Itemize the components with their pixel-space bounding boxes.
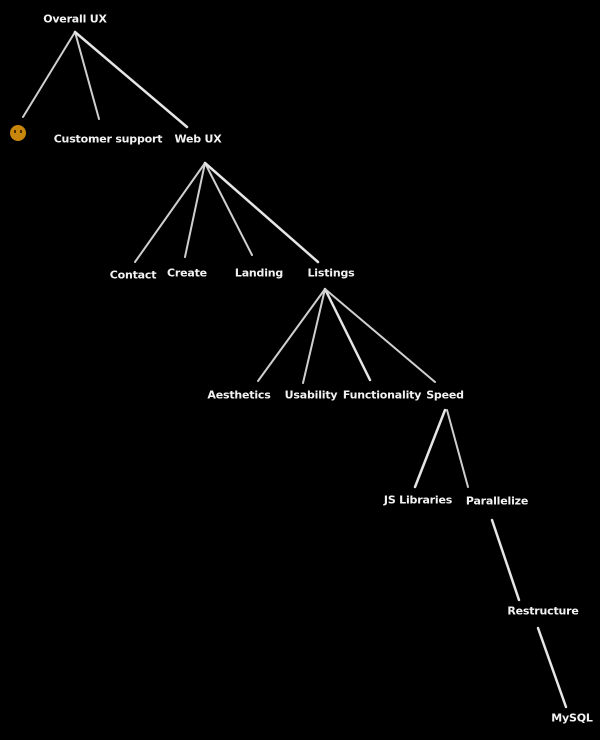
node-overall-ux[interactable]: Overall UX xyxy=(43,12,107,26)
node-js-libraries[interactable]: JS Libraries xyxy=(383,493,453,507)
node-mysql[interactable]: MySQL xyxy=(551,711,593,725)
edge-parallelize-restructure xyxy=(490,518,521,602)
edge-web-ux-landing xyxy=(204,162,253,256)
edge-root-customer-support xyxy=(74,31,100,120)
thinking-face-icon[interactable] xyxy=(10,125,26,141)
edge-web-ux-contact xyxy=(134,162,206,263)
node-web-ux[interactable]: Web UX xyxy=(174,132,222,146)
edge-restructure-mysql xyxy=(536,626,568,709)
node-parallelize[interactable]: Parallelize xyxy=(465,494,529,508)
edge-listings-speed xyxy=(324,288,436,383)
node-customer-support[interactable]: Customer support xyxy=(53,132,163,146)
edge-web-ux-listings xyxy=(203,161,320,264)
node-restructure[interactable]: Restructure xyxy=(507,604,579,618)
edge-root-web-ux xyxy=(73,30,189,129)
node-contact[interactable]: Contact xyxy=(109,268,157,282)
node-create[interactable]: Create xyxy=(167,266,207,280)
edge-web-ux-create xyxy=(184,162,206,258)
node-usability[interactable]: Usability xyxy=(284,388,338,402)
edge-speed-js-libraries xyxy=(413,408,447,489)
node-aesthetics[interactable]: Aesthetics xyxy=(207,388,271,402)
edge-listings-usability xyxy=(302,288,326,384)
node-speed[interactable]: Speed xyxy=(426,388,464,402)
edge-listings-functionality xyxy=(323,287,372,382)
node-landing[interactable]: Landing xyxy=(234,266,284,280)
edge-speed-parallelize xyxy=(446,409,469,488)
edge-listings-aesthetics xyxy=(257,288,326,382)
edge-root-thinking xyxy=(22,31,76,118)
node-functionality[interactable]: Functionality xyxy=(342,388,422,402)
node-listings[interactable]: Listings xyxy=(307,266,355,280)
